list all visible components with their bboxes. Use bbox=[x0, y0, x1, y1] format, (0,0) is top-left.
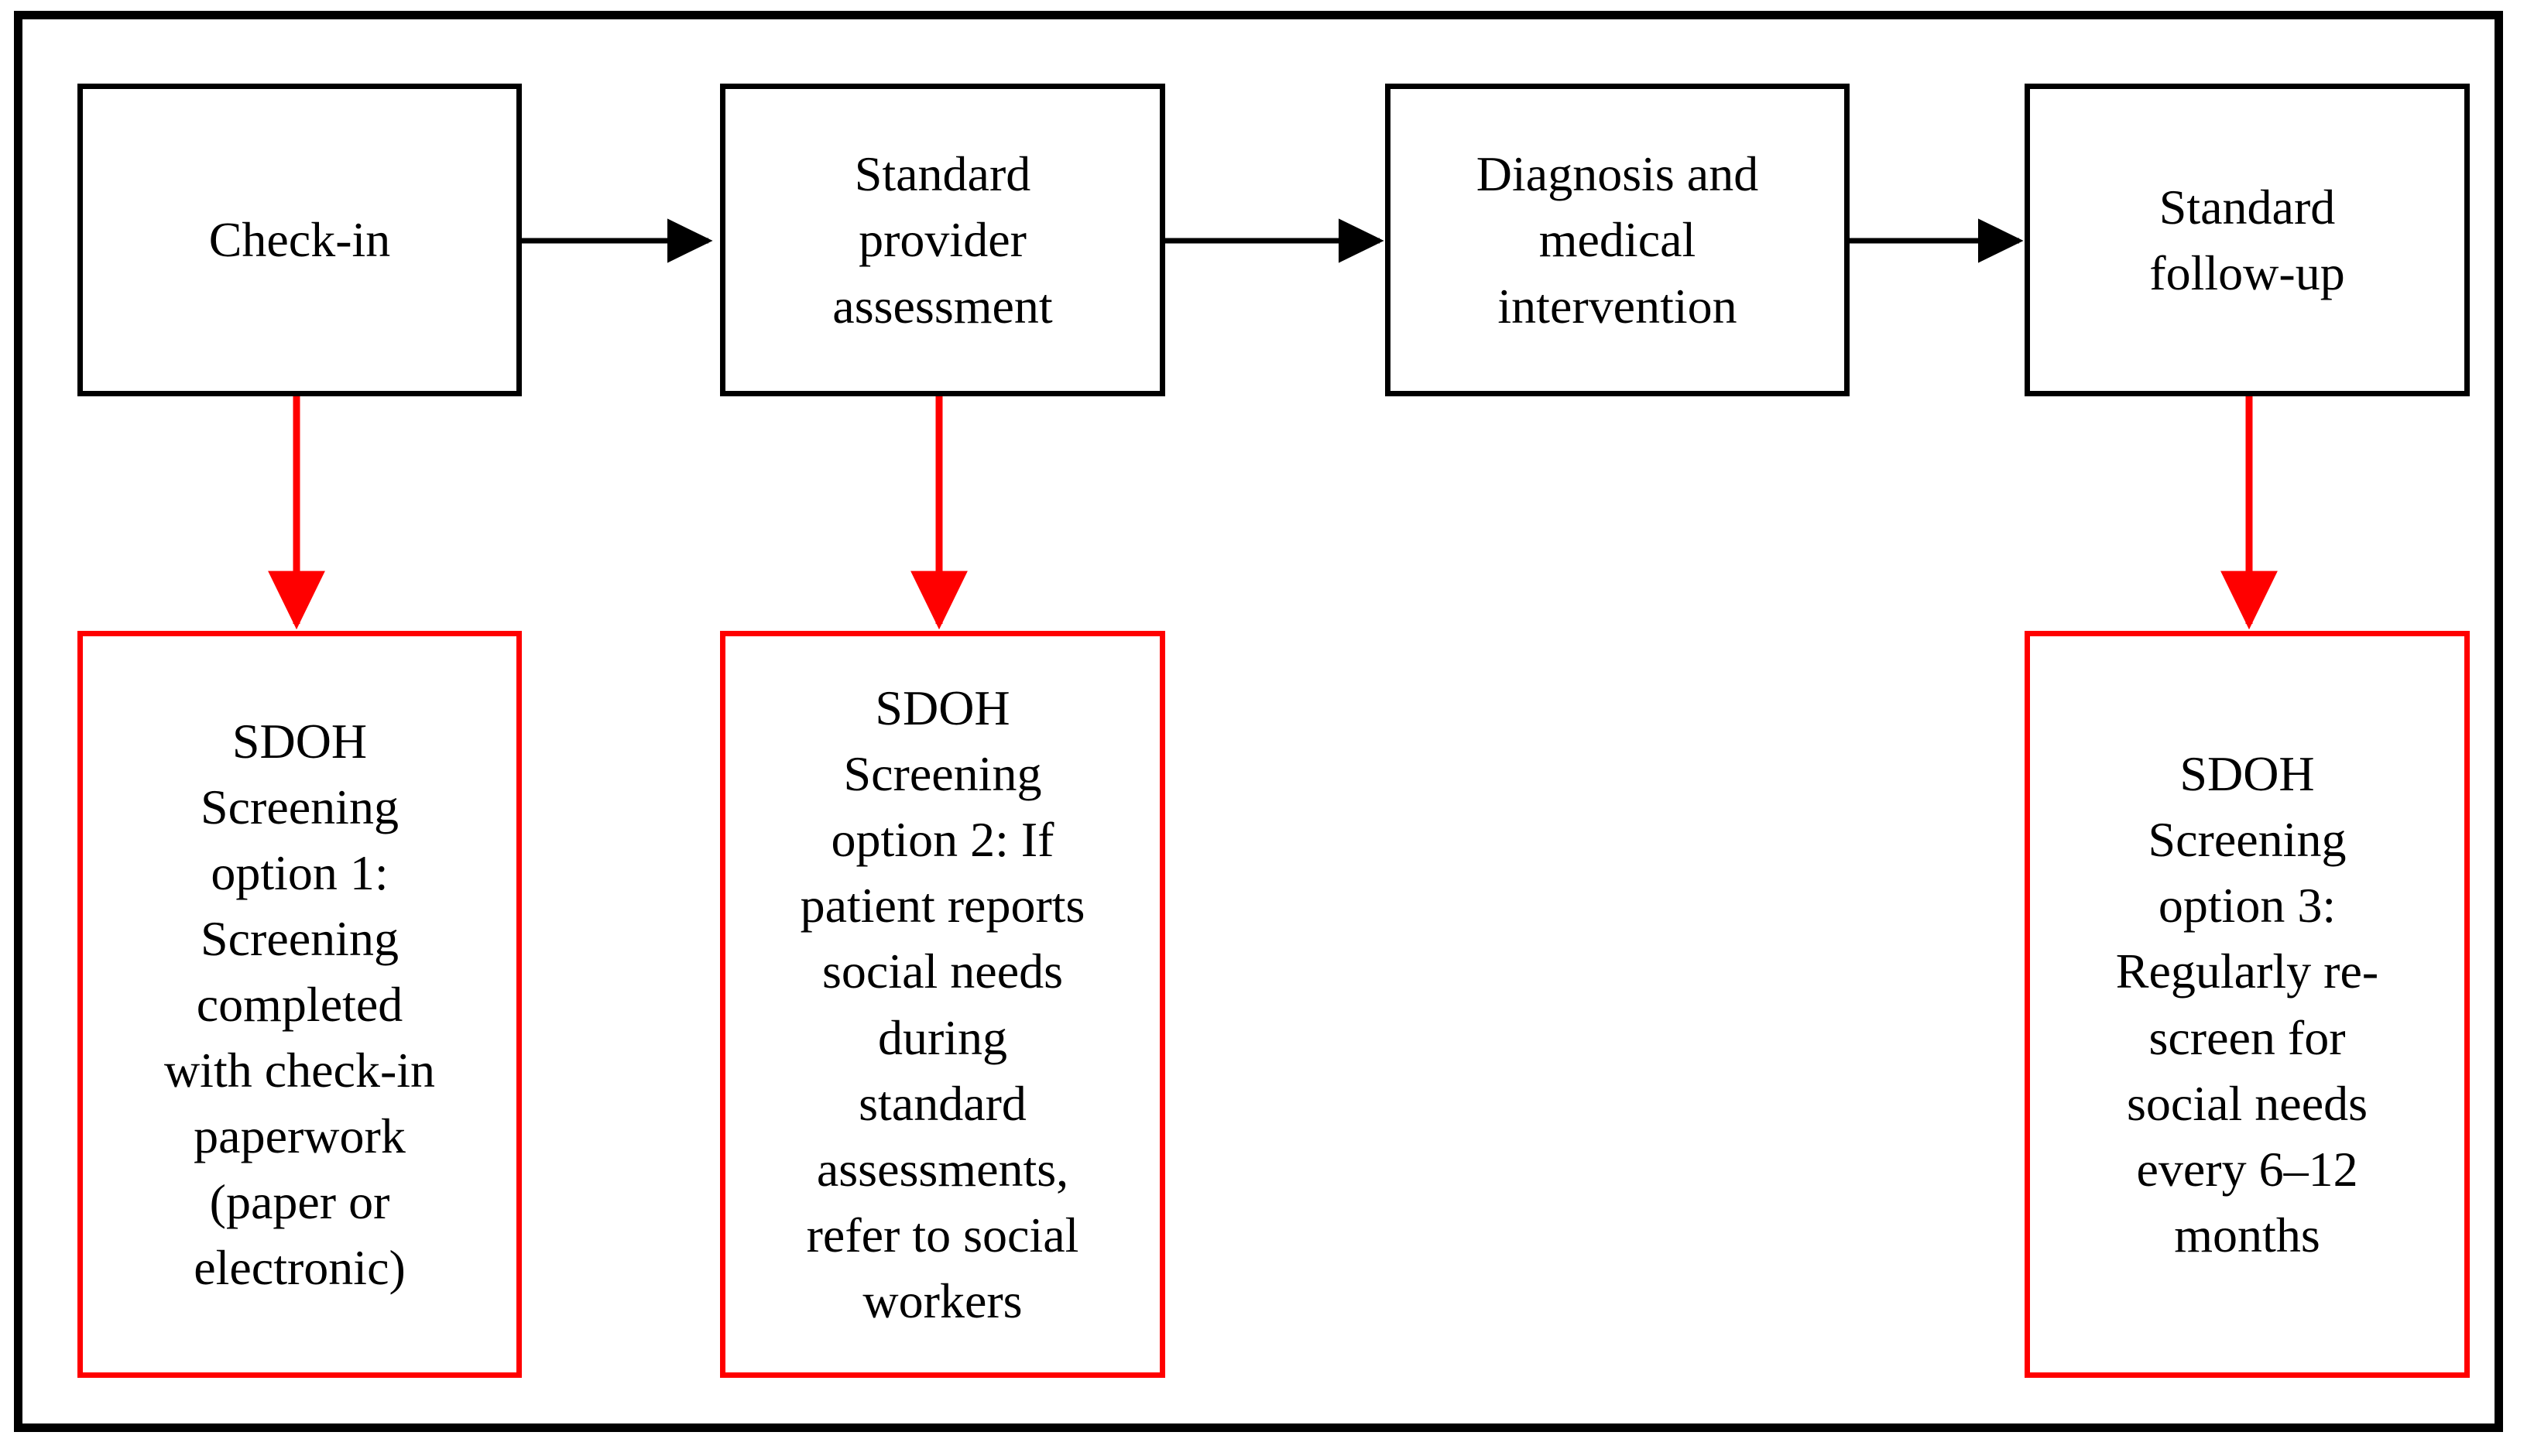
screening-box-option-2[interactable]: SDOH Screening option 2: If patient repo… bbox=[720, 631, 1165, 1378]
screening-box-option-1[interactable]: SDOH Screening option 1: Screening compl… bbox=[77, 631, 522, 1378]
stage-box-standard-follow-up[interactable]: Standard follow-up bbox=[2025, 84, 2470, 396]
screening-label-option-1: SDOH Screening option 1: Screening compl… bbox=[163, 713, 436, 1296]
stage-box-diagnosis-and-medical-intervention[interactable]: Diagnosis and medical intervention bbox=[1385, 84, 1850, 396]
stage-label-standard-provider-assessment: Standard provider assessment bbox=[832, 146, 1053, 334]
screening-box-option-3[interactable]: SDOH Screening option 3: Regularly re- s… bbox=[2025, 631, 2470, 1378]
stage-label-standard-follow-up: Standard follow-up bbox=[2149, 179, 2345, 300]
stage-label-check-in: Check-in bbox=[208, 212, 391, 268]
stage-label-diagnosis-and-medical-intervention: Diagnosis and medical intervention bbox=[1476, 146, 1759, 334]
stage-box-standard-provider-assessment[interactable]: Standard provider assessment bbox=[720, 84, 1165, 396]
screening-label-option-2: SDOH Screening option 2: If patient repo… bbox=[800, 680, 1085, 1328]
screening-label-option-3: SDOH Screening option 3: Regularly re- s… bbox=[2115, 746, 2379, 1262]
stage-box-check-in[interactable]: Check-in bbox=[77, 84, 522, 396]
